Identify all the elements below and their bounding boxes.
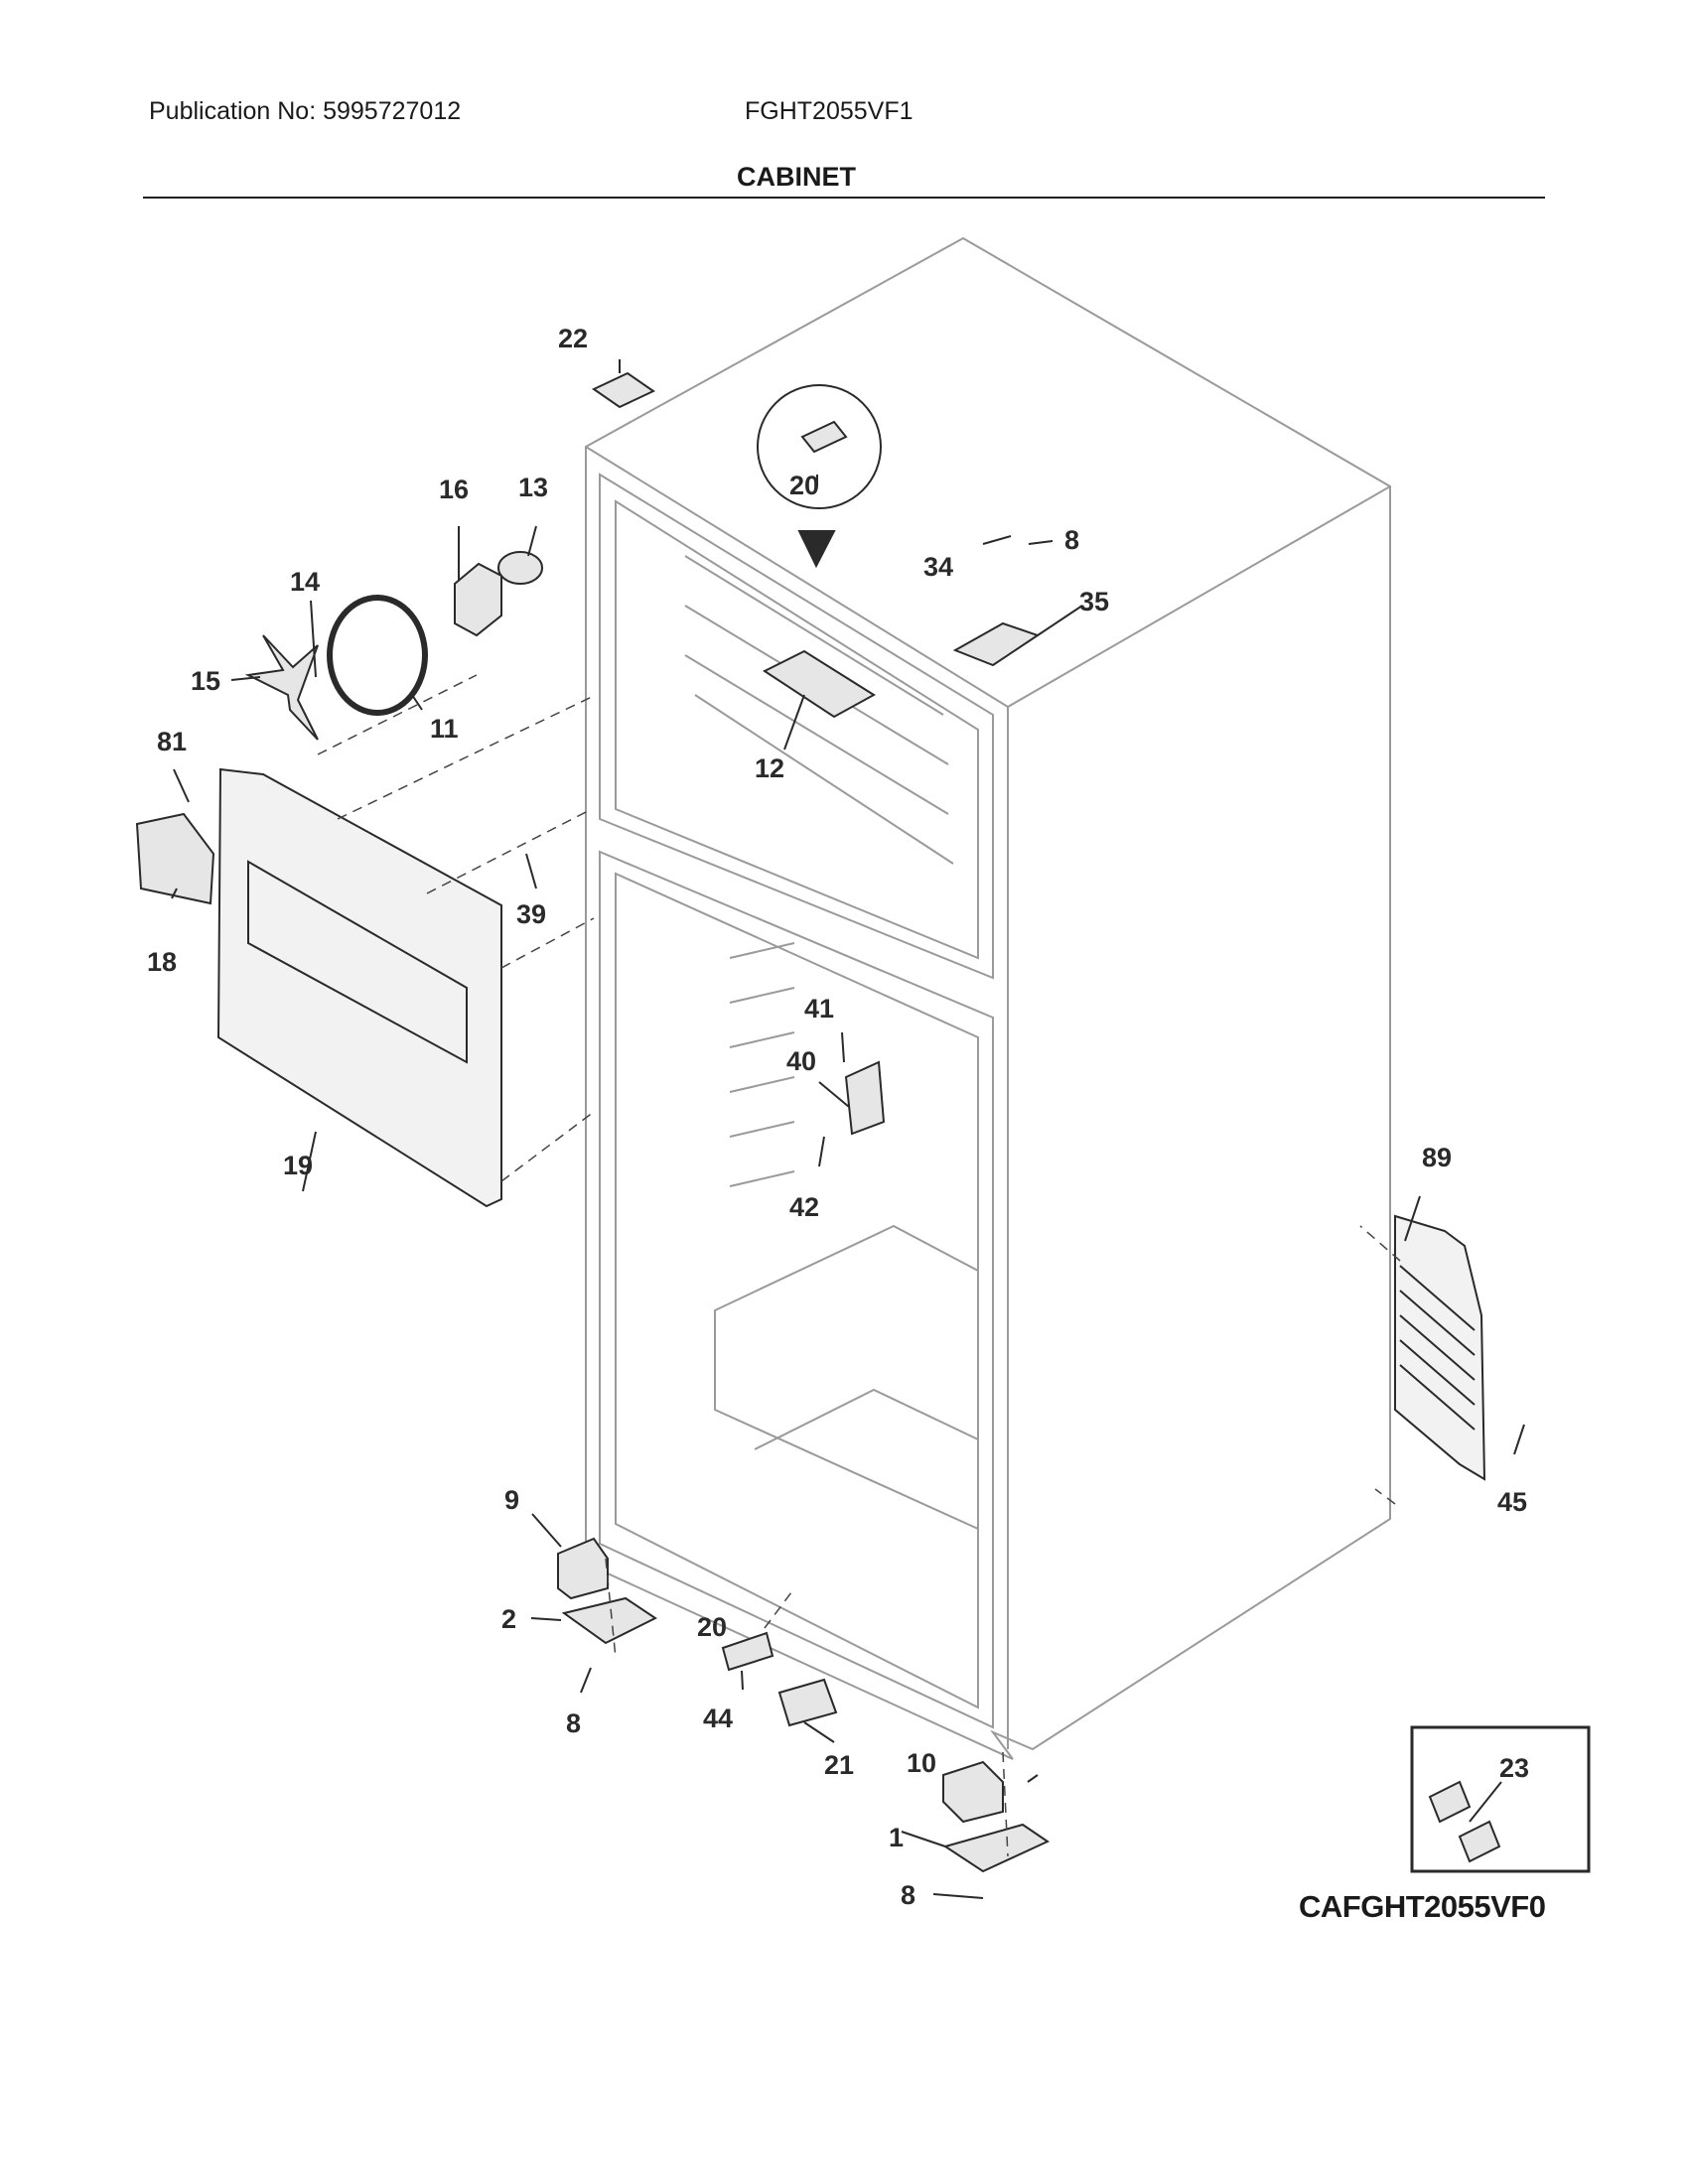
callout-40: 40 [786, 1046, 816, 1076]
diagram-code: CAFGHT2055VF0 [1299, 1889, 1546, 1924]
callout-21: 21 [824, 1750, 854, 1780]
cabinet-outline [585, 236, 1391, 1760]
callout-23: 23 [1499, 1753, 1529, 1783]
part-19-evaporator-cover [216, 767, 502, 1208]
callout-34: 34 [923, 552, 953, 582]
part-11-fan-shroud [327, 595, 428, 716]
part-22-label [592, 371, 655, 409]
callout-1: 1 [889, 1823, 904, 1852]
callout-15: 15 [191, 666, 220, 696]
part-9-hinge-cover [557, 1537, 609, 1600]
part-2-hinge [561, 1596, 657, 1645]
callout-16: 16 [439, 475, 469, 504]
callout-41: 41 [804, 994, 834, 1024]
freezer-opening [599, 473, 994, 980]
cabinet-top-front-edge [585, 446, 1009, 708]
callout-14: 14 [290, 567, 320, 597]
callout-9: 9 [504, 1485, 519, 1515]
callout-11: 11 [430, 714, 459, 744]
inset-box-23 [1410, 1725, 1591, 1873]
callout-10: 10 [907, 1748, 936, 1778]
part-44-bracket [721, 1631, 774, 1672]
part-16-motor [454, 562, 502, 637]
publication-number: Publication No: 5995727012 [149, 97, 462, 125]
callout-42: 42 [789, 1192, 819, 1222]
fresh-food-opening [599, 850, 994, 1729]
part-15-fan-blade [244, 634, 319, 741]
detail-circle-20 [757, 384, 882, 509]
part-12-light-housing [762, 649, 876, 719]
callout-81: 81 [157, 727, 187, 756]
part-18-cover [135, 812, 215, 905]
callout-12: 12 [755, 753, 784, 783]
part-40-bracket [844, 1060, 886, 1136]
callout-8-left: 8 [566, 1708, 581, 1738]
callout-44: 44 [703, 1704, 733, 1733]
callout-22: 22 [558, 324, 588, 353]
callout-2: 2 [501, 1604, 516, 1634]
part-1-hinge [942, 1823, 1051, 1873]
callout-8-bottom: 8 [901, 1880, 915, 1910]
part-21-bracket [777, 1678, 838, 1727]
cabinet-top-right-edge [1007, 485, 1391, 708]
callout-45: 45 [1497, 1487, 1527, 1517]
callout-20-bottom: 20 [697, 1612, 727, 1642]
callout-35: 35 [1079, 587, 1109, 616]
part-10-hinge-cover [942, 1760, 1004, 1824]
callout-13: 13 [518, 473, 548, 502]
section-title: CABINET [737, 162, 856, 192]
callout-20-top: 20 [789, 471, 819, 500]
model-number: FGHT2055VF1 [745, 97, 914, 125]
callout-8-top: 8 [1064, 525, 1079, 555]
header-rule [143, 197, 1545, 199]
callout-19: 19 [283, 1151, 313, 1180]
part-13-bracket [497, 551, 543, 585]
callout-89: 89 [1422, 1143, 1452, 1172]
part-35-hinge [952, 621, 1041, 667]
callout-39: 39 [516, 899, 546, 929]
callout-18: 18 [147, 947, 177, 977]
